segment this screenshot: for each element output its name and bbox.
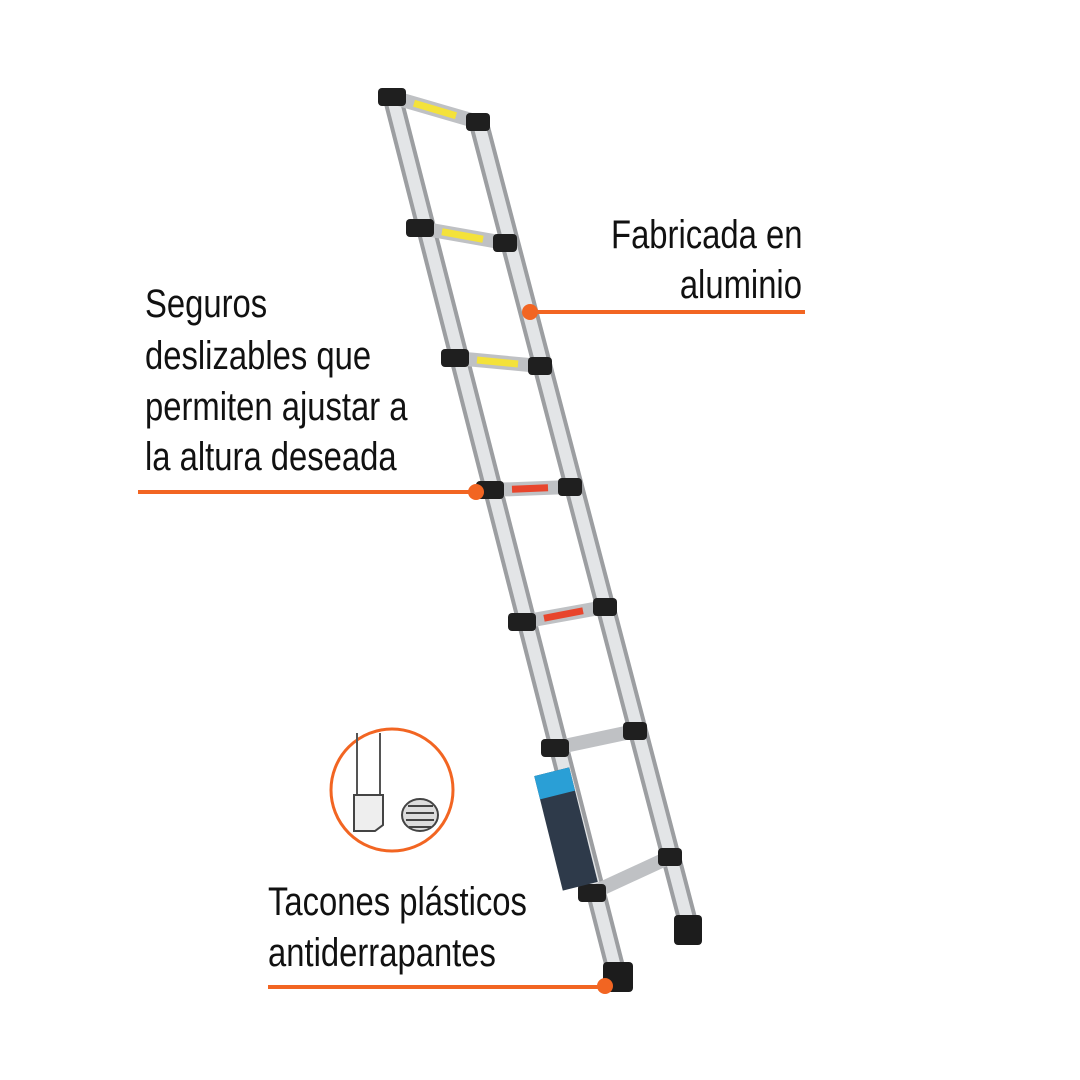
feet-callout-line — [268, 985, 605, 989]
rung-clamp-right — [528, 357, 552, 375]
rung-clamp-left — [406, 219, 434, 237]
ladder-rungs — [378, 88, 682, 902]
rung-clamp-right — [466, 113, 490, 131]
aluminum-callout-line — [530, 310, 805, 314]
locks-callout-line3: permiten ajustar a — [145, 385, 408, 429]
rung-clamp-right — [593, 598, 617, 616]
locks-callout-line2: deslizables que — [145, 334, 372, 378]
rung-clamp-left — [508, 613, 536, 631]
locks-callout-line1: Seguros — [145, 282, 268, 326]
rung-clamp-left — [578, 884, 606, 902]
locks-callout-line — [138, 490, 478, 494]
rung-warning-label — [413, 99, 457, 120]
locks-callout-dot — [468, 484, 484, 500]
rung-clamp-right — [558, 478, 582, 496]
right-foot-cap — [674, 915, 702, 945]
feet-callout-line2: antiderrapantes — [268, 931, 496, 975]
rung-warning-label — [511, 484, 549, 493]
aluminum-callout-line2: aluminio — [679, 263, 802, 307]
rung-clamp-right — [658, 848, 682, 866]
rung-clamp-left — [378, 88, 406, 106]
rung-warning-label — [441, 228, 484, 243]
aluminum-callout-line1: Fabricada en — [610, 213, 802, 257]
rung-clamp-right — [493, 234, 517, 252]
load-label — [534, 767, 575, 800]
feet-callout-dot — [597, 978, 613, 994]
product-label — [534, 767, 598, 891]
rung-clamp-right — [623, 722, 647, 740]
right-rail — [468, 117, 700, 933]
rung-clamp-left — [441, 349, 469, 367]
rung-warning-label — [543, 607, 584, 622]
locks-callout-line4: la altura deseada — [145, 435, 397, 479]
feet-callout-line1: Tacones plásticos — [268, 880, 527, 924]
ladder-foot-detail-icon — [329, 727, 455, 853]
rung-clamp-left — [541, 739, 569, 757]
aluminum-callout-dot — [522, 304, 538, 320]
rung-warning-label — [476, 356, 519, 368]
